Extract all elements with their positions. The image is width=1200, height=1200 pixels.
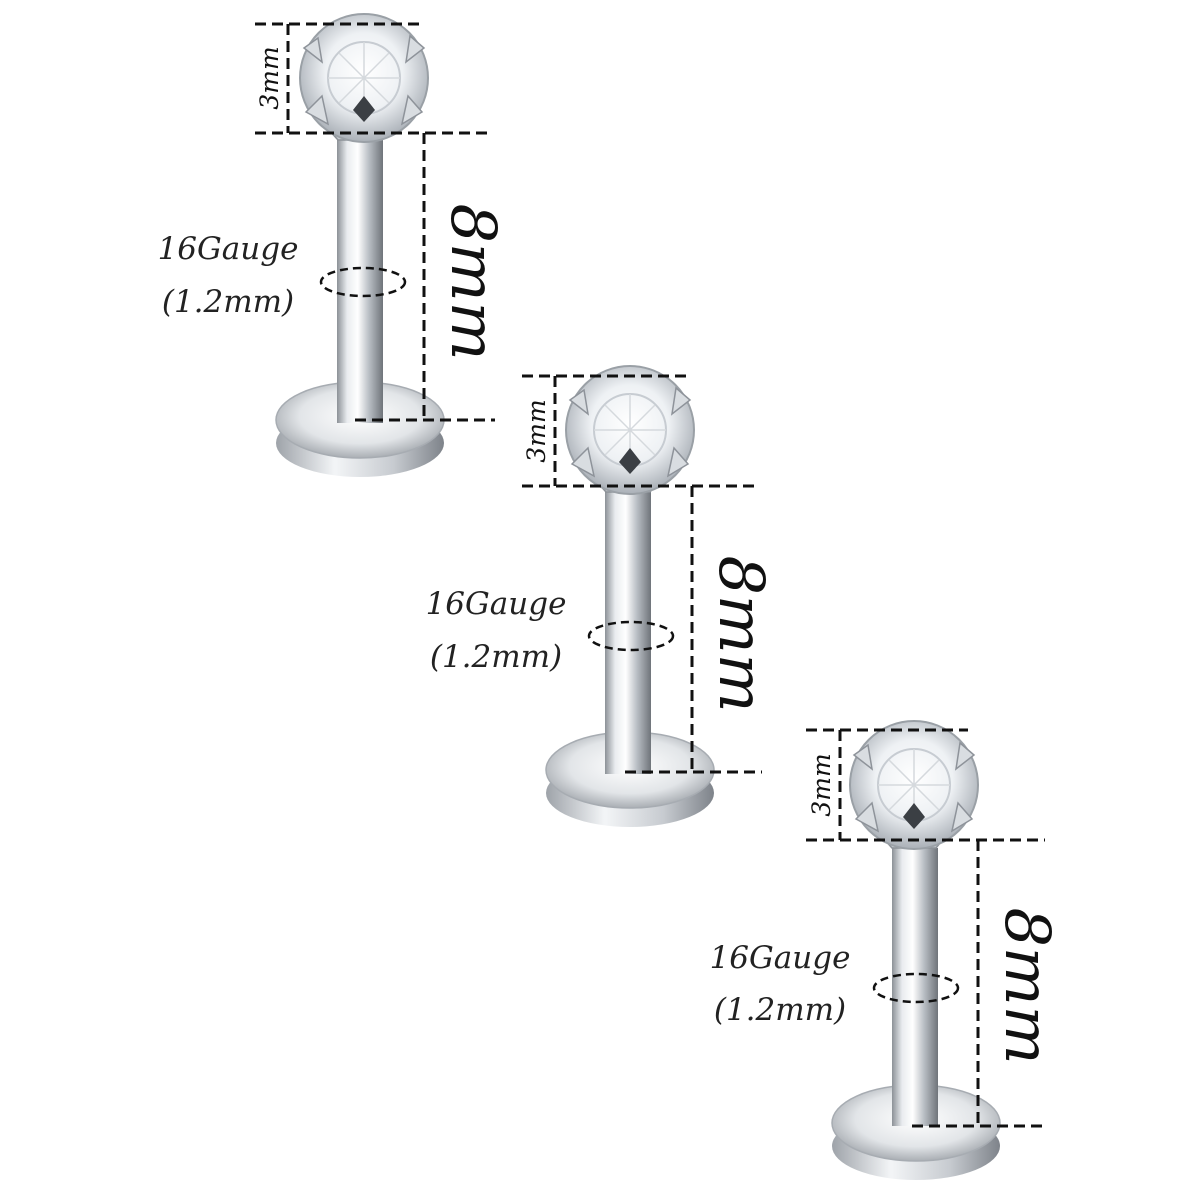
measure-lines <box>522 374 762 774</box>
stud-2: 3mm 8mm 16Gauge (1.2mm) <box>426 365 778 827</box>
gauge-label-line1: 16Gauge <box>426 586 567 622</box>
measure-lines <box>806 728 1048 1128</box>
measure-lines <box>255 22 495 422</box>
post <box>605 492 651 774</box>
top-size-label: 3mm <box>255 46 284 109</box>
gem-top <box>565 365 695 495</box>
gauge-label-line1: 16Gauge <box>158 231 299 267</box>
gem-top <box>299 13 429 143</box>
bar-length-label: 8mm <box>991 907 1064 1064</box>
gauge-label-line2: (1.2mm) <box>430 639 562 675</box>
bar-length-label: 8mm <box>705 555 778 712</box>
bar-length-label: 8mm <box>437 203 510 360</box>
post <box>337 140 383 423</box>
top-size-label: 3mm <box>522 399 551 462</box>
stud-1: 3mm 8mm 16Gauge (1.2mm) <box>158 13 510 477</box>
top-size-label: 3mm <box>807 753 836 816</box>
stud-3: 3mm 8mm 16Gauge (1.2mm) <box>710 720 1064 1180</box>
gauge-label-line1: 16Gauge <box>710 940 851 976</box>
gauge-label-line2: (1.2mm) <box>162 284 294 320</box>
gauge-label-line2: (1.2mm) <box>714 992 846 1028</box>
gem-top <box>849 720 979 850</box>
post <box>892 848 938 1126</box>
